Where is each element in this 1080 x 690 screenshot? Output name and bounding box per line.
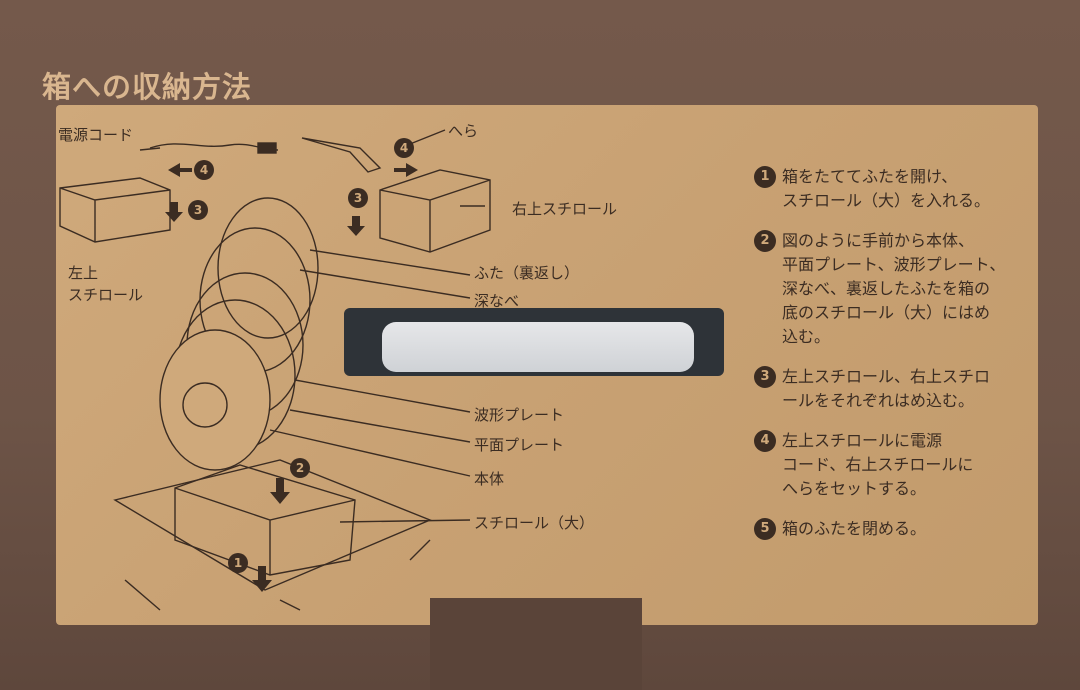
step-4: 4 左上スチロールに電源 コード、右上スチロールに へらをセットする。: [754, 429, 1034, 501]
label-lid: ふた（裏返し）: [474, 264, 580, 282]
arrow-label: 3: [354, 191, 362, 205]
label-top-right-foam: 右上スチロール: [512, 200, 618, 218]
arrow-down-icon: [347, 216, 365, 236]
step-number: 1: [754, 166, 776, 188]
arrow-left-icon: [168, 163, 192, 177]
label-body: 本体: [474, 470, 505, 488]
step-text: 箱をたててふたを開け、 スチロール（大）を入れる。: [782, 167, 991, 210]
large-foam-icon: [174, 464, 356, 576]
arrow-label: 4: [400, 141, 408, 155]
label-wave-plate: 波形プレート: [474, 406, 565, 424]
label-large-foam: スチロール（大）: [474, 514, 595, 532]
arrow-right-icon: [394, 163, 418, 177]
instruction-steps: 1 箱をたててふたを開け、 スチロール（大）を入れる。 2 図のように手前から本体、…: [754, 165, 1034, 557]
top-left-foam-icon: [59, 177, 171, 243]
arrow-label: 1: [234, 556, 242, 570]
lid-icon: [217, 197, 319, 339]
arrow-label: 3: [194, 203, 202, 217]
step-text: 箱のふたを閉める。: [782, 519, 927, 538]
step-number: 4: [754, 430, 776, 452]
spatula-icon: [301, 137, 382, 173]
label-deep-pot: 深なべ: [474, 292, 520, 310]
arrow-label: 2: [296, 461, 304, 475]
body-icon: [159, 329, 271, 471]
arrow-down-icon: [165, 202, 183, 222]
step-number: 2: [754, 230, 776, 252]
label-top-left-foam: 左上 スチロール: [68, 264, 144, 304]
step-2: 2 図のように手前から本体、 平面プレート、波形プレート、 深なべ、裏返したふたを…: [754, 229, 1034, 349]
plastic-handle: [382, 322, 694, 372]
label-flat-plate: 平面プレート: [474, 436, 565, 454]
arrow-down-icon: [270, 478, 290, 504]
step-5: 5 箱のふたを閉める。: [754, 517, 1034, 541]
step-text: 図のように手前から本体、 平面プレート、波形プレート、 深なべ、裏返したふたを箱…: [782, 231, 1006, 346]
step-text: 左上スチロール、右上スチロ ールをそれぞれはめ込む。: [782, 367, 991, 410]
arrow-down-icon: [252, 566, 272, 592]
step-text: 左上スチロールに電源 コード、右上スチロールに へらをセットする。: [782, 431, 974, 498]
page-title: 箱への収納方法: [42, 70, 253, 104]
box-flap-cutout: [430, 598, 642, 690]
step-1: 1 箱をたててふたを開け、 スチロール（大）を入れる。: [754, 165, 1034, 213]
arrow-label: 4: [200, 163, 208, 177]
top-right-foam-icon: [379, 169, 491, 253]
step-number: 5: [754, 518, 776, 540]
step-number: 3: [754, 366, 776, 388]
step-3: 3 左上スチロール、右上スチロ ールをそれぞれはめ込む。: [754, 365, 1034, 413]
label-power-cord: 電源コード: [58, 126, 134, 144]
label-spatula: へら: [448, 122, 479, 140]
